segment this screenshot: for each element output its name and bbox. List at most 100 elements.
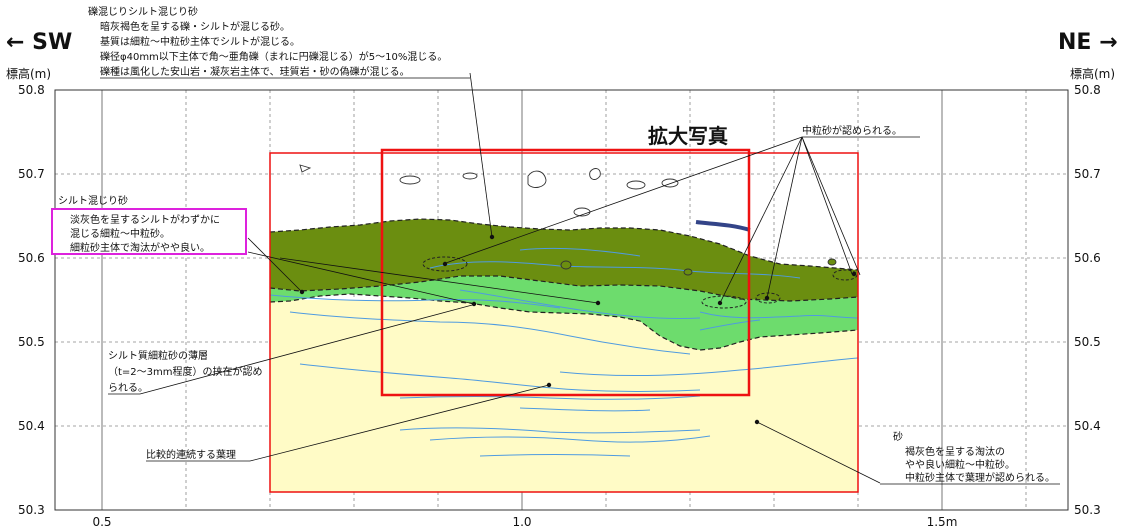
leader-dot [471, 301, 477, 307]
leader-dot [764, 295, 770, 301]
plot-frame [54, 89, 1069, 511]
gravel-clast [462, 172, 478, 180]
y-tick-left: 50.4 [18, 419, 45, 433]
note-sand-line: やや良い細粒～中粒砂。 [905, 458, 1015, 471]
lamina-line [459, 289, 701, 320]
leader-lines [139, 72, 881, 484]
note-thin-line: （t=2～3mm程度）の挟在が認め [108, 365, 263, 378]
leader-dots [299, 234, 857, 425]
lamina-line [559, 357, 859, 377]
x-tick: 1.5m [927, 515, 958, 529]
leader-medium-2 [766, 136, 803, 299]
leader-gravel [469, 72, 493, 238]
leader-dot [442, 261, 448, 267]
boundary-middle [269, 275, 859, 302]
note-gravel-line: 礫種は風化した安山岩・凝灰岩主体で、珪質岩・砂の偽礫が混じる。 [100, 65, 410, 78]
dark-seam [695, 220, 751, 232]
y-tick-right: 50.6 [1074, 251, 1101, 265]
gravelly-sand-layer [270, 219, 858, 301]
lamina-line [519, 247, 641, 257]
gravel-clast [626, 180, 646, 190]
note-lamina: 比較的連続する葉理 [146, 448, 236, 461]
note-gravel: 礫混じりシルト混じり砂 暗灰褐色を呈する礫・シルトが混じる砂。 基質は細粒～中粒… [88, 5, 447, 78]
enlarged-photo-label: 拡大写真 [648, 124, 728, 148]
leader-sand [756, 421, 881, 484]
note-silt-line: 混じる細粒～中粒砂。 [70, 227, 170, 240]
silt-sand-layer [270, 276, 858, 350]
leader-dot [546, 382, 552, 388]
leader-silt-3 [279, 257, 599, 304]
note-gravel-line: 暗灰褐色を呈する礫・シルトが混じる砂。 [100, 20, 290, 33]
leader-medium-4 [442, 136, 803, 265]
lamina-line [479, 454, 631, 457]
note-silt-line: 細粒砂主体で淘汰がやや良い。 [70, 241, 210, 254]
lamina-line [399, 427, 701, 434]
leader-dot [851, 271, 857, 277]
leader-thin [139, 303, 477, 395]
lamina-line [299, 363, 701, 392]
note-silt-box [51, 208, 247, 255]
note-sand-line: 中粒砂主体で葉理が認められる。 [905, 471, 1055, 484]
lamina-line [429, 435, 711, 443]
y-tick-left: 50.5 [18, 335, 45, 349]
note-silt-lines: 淡灰色を呈するシルトがわずかに 混じる細粒～中粒砂。 細粒砂主体で淘汰がやや良い… [70, 213, 220, 254]
note-medium-sand: 中粒砂が認められる。 [802, 124, 902, 137]
leader-lamina [249, 384, 550, 462]
y-tick-right: 50.3 [1074, 503, 1101, 517]
y-axis-label-right: 標高(m) [1070, 66, 1115, 81]
y-axis-label-left: 標高(m) [6, 66, 51, 81]
direction-right: NE → [1058, 30, 1118, 55]
lamina-line [699, 311, 859, 319]
note-thin-line: シルト質細粒砂の薄層 [108, 349, 208, 362]
y-tick-right: 50.4 [1074, 419, 1101, 433]
y-tick-right: 50.8 [1074, 83, 1101, 97]
note-thin-layer: シルト質細粒砂の薄層 （t=2～3mm程度）の挟在が認め られる。 [108, 349, 263, 394]
leader-dot [754, 419, 760, 425]
note-gravel-line: 基質は細粒～中粒砂主体でシルトが混じる。 [100, 35, 300, 48]
note-silt-title: シルト混じり砂 [58, 194, 128, 207]
note-silt-line: 淡灰色を呈するシルトがわずかに [70, 213, 220, 226]
lamina-line [519, 407, 651, 412]
lamina-line [429, 261, 801, 279]
lamina-line [289, 311, 691, 355]
gravel-clast [683, 268, 693, 276]
outer-frame [269, 152, 859, 493]
gravel-clast [827, 258, 837, 266]
lamina-line [399, 395, 701, 400]
y-tick-left: 50.8 [18, 83, 45, 97]
boundary-top [269, 218, 859, 271]
x-tick: 0.5 [92, 515, 111, 529]
leader-medium-3 [801, 136, 853, 275]
leader-medium-5 [801, 136, 861, 276]
note-sand-title: 砂 [893, 430, 903, 443]
leader-dot [489, 234, 495, 240]
y-tick-right: 50.5 [1074, 335, 1101, 349]
y-tick-right: 50.7 [1074, 167, 1101, 181]
note-gravel-title: 礫混じりシルト混じり砂 [88, 5, 198, 18]
leader-dot [595, 300, 601, 306]
y-tick-left: 50.7 [18, 167, 45, 181]
note-sand-line: 褐灰色を呈する淘汰の [905, 445, 1005, 458]
laminae [269, 247, 859, 457]
x-tick: 1.0 [512, 515, 531, 529]
leader-silt-2 [247, 251, 475, 305]
note-thin-line: られる。 [108, 382, 148, 394]
gravel-clast [399, 175, 421, 185]
gravel-clast [560, 260, 572, 270]
note-sand: 砂 褐灰色を呈する淘汰の やや良い細粒～中粒砂。 中粒砂主体で葉理が認められる。 [893, 430, 1055, 484]
direction-left: ← SW [6, 30, 72, 55]
leader-silt-1 [247, 237, 303, 293]
leader-medium-1 [719, 136, 803, 304]
y-tick-left: 50.3 [18, 503, 45, 517]
leader-dot [299, 289, 305, 295]
lamina-line [699, 319, 761, 331]
lamina-line [269, 294, 561, 309]
medium-sand-lens [422, 256, 468, 272]
gravel-clast [527, 170, 547, 188]
leader-dot [717, 300, 723, 306]
boundary-bottom [269, 293, 859, 351]
gravel-clast [589, 168, 601, 180]
note-gravel-line: 礫径φ40mm以下主体で角～亜角礫（まれに円礫混じる）が5～10%混じる。 [100, 50, 447, 63]
gravel-clast [299, 164, 312, 173]
